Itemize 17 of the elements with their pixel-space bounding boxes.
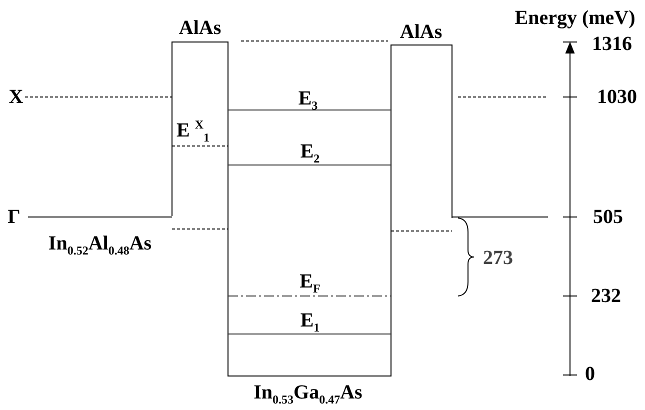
material-label: In$_{0.53}$Ga$_{0.47}$As: [254, 382, 362, 406]
tick-label: 1030: [597, 87, 637, 107]
tick-label: 1316: [592, 34, 632, 54]
tick-label: 0: [585, 364, 595, 384]
tick-label: 505: [593, 207, 623, 227]
tick-label: 232: [591, 286, 621, 306]
material-label: In$_{0.52}$Al$_{0.48}$As: [48, 234, 152, 256]
axis-label: Energy (meV): [514, 8, 636, 28]
energy-level-label: E$_{2}$: [300, 142, 320, 164]
offset-value-label: 273: [483, 248, 513, 268]
band-label: X: [8, 87, 24, 107]
energy-level-label: E$_{3}$: [298, 88, 318, 112]
material-label: AlAs: [178, 18, 222, 38]
energy-level-label: E$_{F}$: [300, 272, 320, 294]
material-label: AlAs: [400, 22, 442, 42]
energy-level-label: E$_{1}$: [300, 310, 320, 334]
band-label: Γ: [8, 207, 20, 227]
